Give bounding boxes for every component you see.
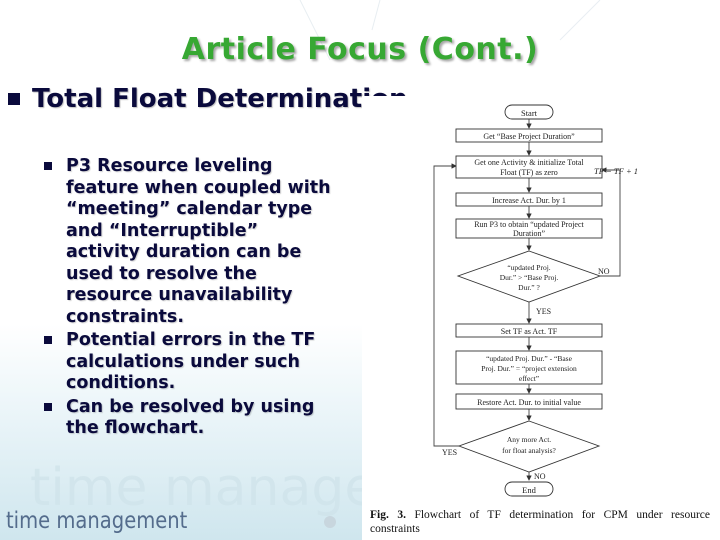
- tf-formula-label: TF = TF + 1: [594, 166, 638, 176]
- sub-bullet: Potential errors in the TF calculations …: [42, 330, 332, 395]
- flow-node-get-base: Get “Base Project Duration”: [483, 132, 575, 141]
- flow-node-set-tf: Set TF as Act. TF: [501, 327, 558, 336]
- flow-node-start: Start: [521, 108, 538, 118]
- flow-decision1-line2: Dur.” > “Base Proj.: [500, 273, 559, 282]
- sub-bullet-list: P3 Resource leveling feature when couple…: [42, 156, 332, 442]
- flow-node-increase: Increase Act. Dur. by 1: [492, 196, 566, 205]
- flow-node-ext-line1: “updated Proj. Dur.” - “Base: [486, 354, 572, 363]
- main-bullet: Total Float Determination: [8, 84, 408, 114]
- bullet-square-icon: [44, 336, 52, 344]
- footer-brand-text: time management: [6, 508, 188, 534]
- flow-node-ext-line3: effect”: [519, 374, 539, 383]
- bullet-square-icon: [44, 162, 52, 170]
- bullet-square-icon: [8, 93, 20, 105]
- sub-bullet-text: P3 Resource leveling feature when couple…: [66, 156, 331, 327]
- bullet-square-icon: [44, 402, 52, 411]
- flow-node-run-line2: Duration”: [513, 229, 545, 238]
- flow-node-ext-line2: Proj. Dur.” = “project extension: [481, 364, 577, 373]
- flow-node-end: End: [522, 485, 536, 495]
- main-bullet-text: Total Float Determination: [32, 84, 408, 114]
- flow-decision1-line1: “updated Proj.: [507, 263, 550, 272]
- sub-bullet: Can be resolved by using the flowchart.: [42, 397, 332, 440]
- flow-label-no: NO: [534, 472, 546, 481]
- flowchart: Start Get “Base Project Duration” Get on…: [433, 104, 638, 497]
- flow-decision1-line3: Dur.” ?: [518, 283, 540, 292]
- flow-decision2-line2: for float analysis?: [502, 446, 556, 455]
- sub-bullet-text: Potential errors in the TF calculations …: [66, 330, 316, 393]
- flow-node-init-line2: Float (TF) as zero: [500, 168, 558, 177]
- flow-decision2-line1: Any more Act.: [507, 435, 551, 444]
- flow-node-restore: Restore Act. Dur. to initial value: [477, 398, 581, 407]
- caption-label: Fig. 3.: [370, 509, 406, 521]
- svg-text:time managem: time managem: [30, 458, 427, 518]
- sub-bullet-text: Can be resolved by using the flowchart.: [66, 396, 315, 439]
- flow-label-no: NO: [598, 267, 610, 276]
- slide-title: Article Focus (Cont.): [181, 32, 539, 67]
- sub-bullet: P3 Resource leveling feature when couple…: [42, 156, 332, 328]
- flow-node-run-line1: Run P3 to obtain “updated Project: [474, 220, 584, 229]
- flow-node-init-line1: Get one Activity & initialize Total: [474, 158, 584, 167]
- caption-text: Flowchart of TF determination for CPM un…: [370, 509, 710, 535]
- figure-caption: Fig. 3. Flowchart of TF determination fo…: [370, 508, 710, 536]
- flow-label-yes: YES: [442, 448, 457, 457]
- flow-label-yes: YES: [536, 307, 551, 316]
